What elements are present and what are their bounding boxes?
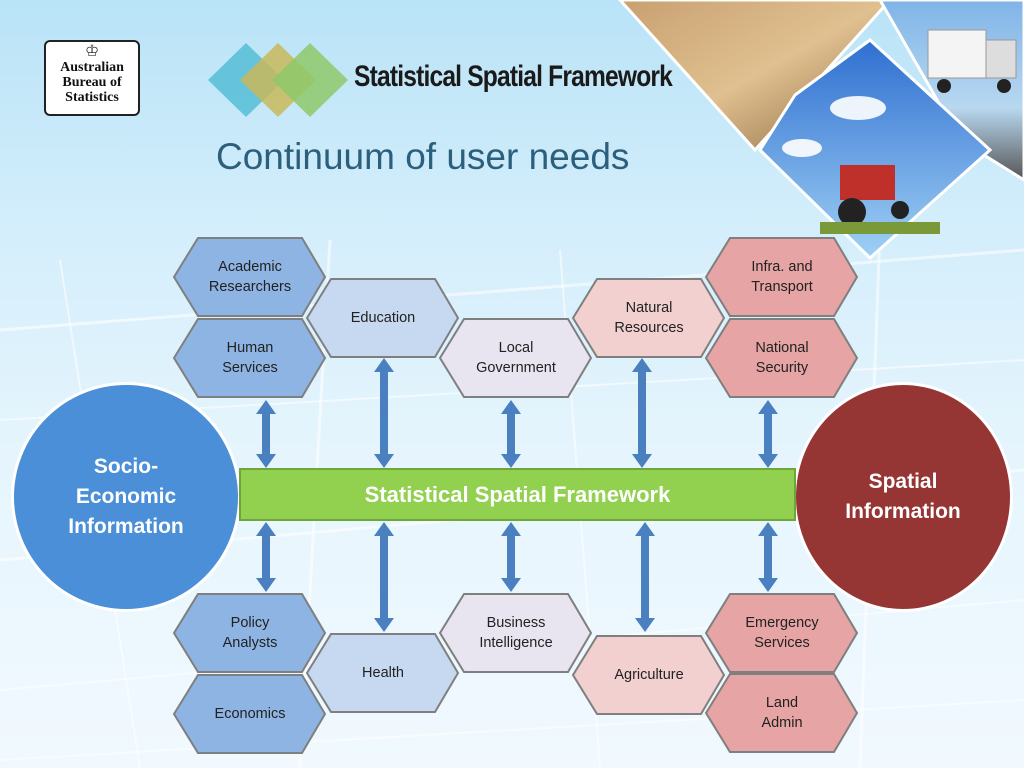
framework-logo-mark <box>208 43 348 117</box>
arrow-bottom-4 <box>635 522 655 632</box>
hex-label: Agriculture <box>614 667 684 683</box>
arrow-bottom-2 <box>374 522 394 632</box>
page-title: Continuum of user needs <box>216 136 630 177</box>
hex-label: Health <box>362 665 404 681</box>
hex-land-admin: Land Admin <box>704 673 859 753</box>
hex-label: Education <box>350 310 416 326</box>
statistical-spatial-framework-bar: Statistical Spatial Framework <box>239 468 796 521</box>
hex-label: Business Intelligence <box>479 615 553 651</box>
arrow-top-5 <box>758 400 778 468</box>
logo-line-3: Statistics <box>65 90 119 105</box>
hex-infra-transport: Infra. and Transport <box>704 237 859 317</box>
arrow-top-2 <box>374 358 394 468</box>
hex-label: Economics <box>214 706 286 722</box>
hex-label: Emergency Services <box>745 615 819 651</box>
hex-label: Natural Resources <box>614 300 684 336</box>
hex-local-government: Local Government <box>438 318 593 398</box>
spatial-information-circle: Spatial Information <box>793 382 1013 612</box>
hex-economics: Economics <box>172 674 327 754</box>
logo-line-2: Bureau of <box>62 75 122 90</box>
hex-label: Policy Analysts <box>222 615 278 651</box>
hex-academic-researchers: Academic Researchers <box>172 237 327 317</box>
hex-national-security: National Security <box>704 318 859 398</box>
hex-label: Local Government <box>476 340 556 376</box>
hex-label: Academic Researchers <box>208 259 292 295</box>
bar-label: Statistical Spatial Framework <box>364 481 671 507</box>
hex-health: Health <box>305 633 460 713</box>
photo-collage <box>617 0 1024 261</box>
brand-title: Statistical Spatial Framework <box>354 60 673 93</box>
hex-label: Infra. and Transport <box>751 259 813 295</box>
arrow-bottom-5 <box>758 522 778 592</box>
hex-label: National Security <box>755 340 809 376</box>
hex-agriculture: Agriculture <box>571 635 726 715</box>
hex-label: Land Admin <box>761 695 803 731</box>
coat-of-arms-icon: ♔ <box>84 43 100 60</box>
hex-natural-resources: Natural Resources <box>571 278 726 358</box>
socio-economic-circle: Socio- Economic Information <box>11 382 241 612</box>
arrow-top-1 <box>256 400 276 468</box>
hex-education: Education <box>305 278 460 358</box>
hex-human-services: Human Services <box>172 318 327 398</box>
hex-label: Human Services <box>222 340 278 376</box>
arrow-bottom-1 <box>256 522 276 592</box>
arrow-bottom-3 <box>501 522 521 592</box>
hex-emergency-services: Emergency Services <box>704 593 859 673</box>
arrow-top-4 <box>632 358 652 468</box>
hex-business-intelligence: Business Intelligence <box>438 593 593 673</box>
logo-line-1: Australian <box>60 60 124 75</box>
hex-policy-analysts: Policy Analysts <box>172 593 327 673</box>
connector-arrows <box>256 358 778 632</box>
arrow-top-3 <box>501 400 521 468</box>
abs-logo: ♔ Australian Bureau of Statistics <box>44 40 140 116</box>
